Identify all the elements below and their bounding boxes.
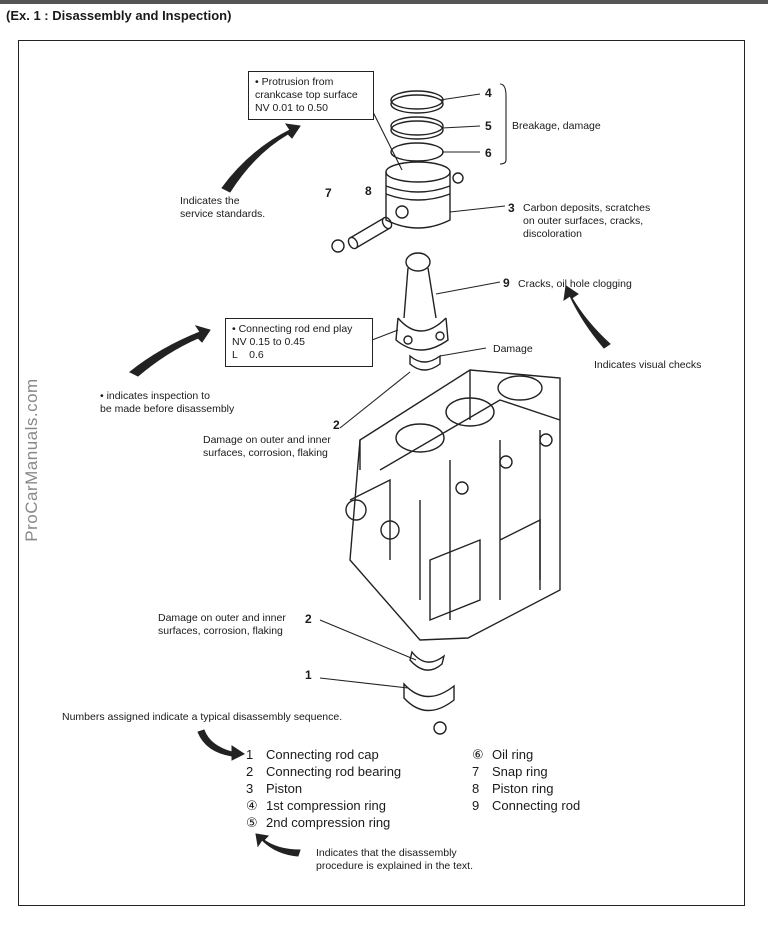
diagram-frame — [18, 40, 745, 906]
piston-rings — [390, 90, 444, 162]
part-number-3: 3 — [508, 201, 515, 215]
top-rule — [0, 0, 768, 4]
part-number-1: 1 — [305, 668, 312, 682]
service-standard-box: • Protrusion from crankcase top surface … — [248, 71, 374, 120]
sequence-note: Numbers assigned indicate a typical disa… — [62, 711, 343, 723]
rod-box-line: • Connecting rod end play — [232, 323, 353, 335]
bearing-shell-upper — [409, 354, 441, 371]
cylinder-block — [345, 369, 561, 641]
part-number-7: 7 — [325, 186, 332, 200]
hint-arrows — [129, 123, 611, 857]
cap-nut — [433, 721, 447, 735]
rod-box-line: L 0.6 — [232, 349, 264, 361]
part-number-5: 5 — [485, 119, 492, 133]
part-number-2-upper: 2 — [333, 418, 340, 432]
piston — [385, 161, 451, 229]
snap-ring — [331, 239, 345, 253]
breakage-note: Breakage, damage — [512, 120, 601, 132]
service-box-line: NV 0.01 to 0.50 — [255, 102, 328, 114]
service-box-line: crankcase top surface — [255, 89, 358, 101]
cracks-oil-note: Cracks, oil hole clogging — [518, 278, 632, 290]
connecting-rod-cap — [403, 682, 455, 712]
leader-lines — [319, 83, 507, 689]
bearing-shell-lower — [409, 650, 446, 671]
part-number-6: 6 — [485, 146, 492, 160]
rod-end-play-box: • Connecting rod end play NV 0.15 to 0.4… — [225, 318, 373, 367]
rod-box-line: NV 0.15 to 0.45 — [232, 336, 305, 348]
connecting-rod — [395, 252, 449, 351]
part-number-2-lower: 2 — [305, 612, 312, 626]
snap-ring — [452, 172, 464, 184]
piston-pin — [347, 216, 393, 250]
service-box-line: • Protrusion from — [255, 76, 334, 88]
page-title: (Ex. 1 : Disassembly and Inspection) — [6, 8, 232, 23]
part-number-8: 8 — [365, 184, 372, 198]
damage-note: Damage — [493, 343, 533, 355]
part-number-4: 4 — [485, 86, 492, 100]
visual-checks-note: Indicates visual checks — [594, 359, 702, 371]
part-number-9: 9 — [503, 276, 510, 290]
